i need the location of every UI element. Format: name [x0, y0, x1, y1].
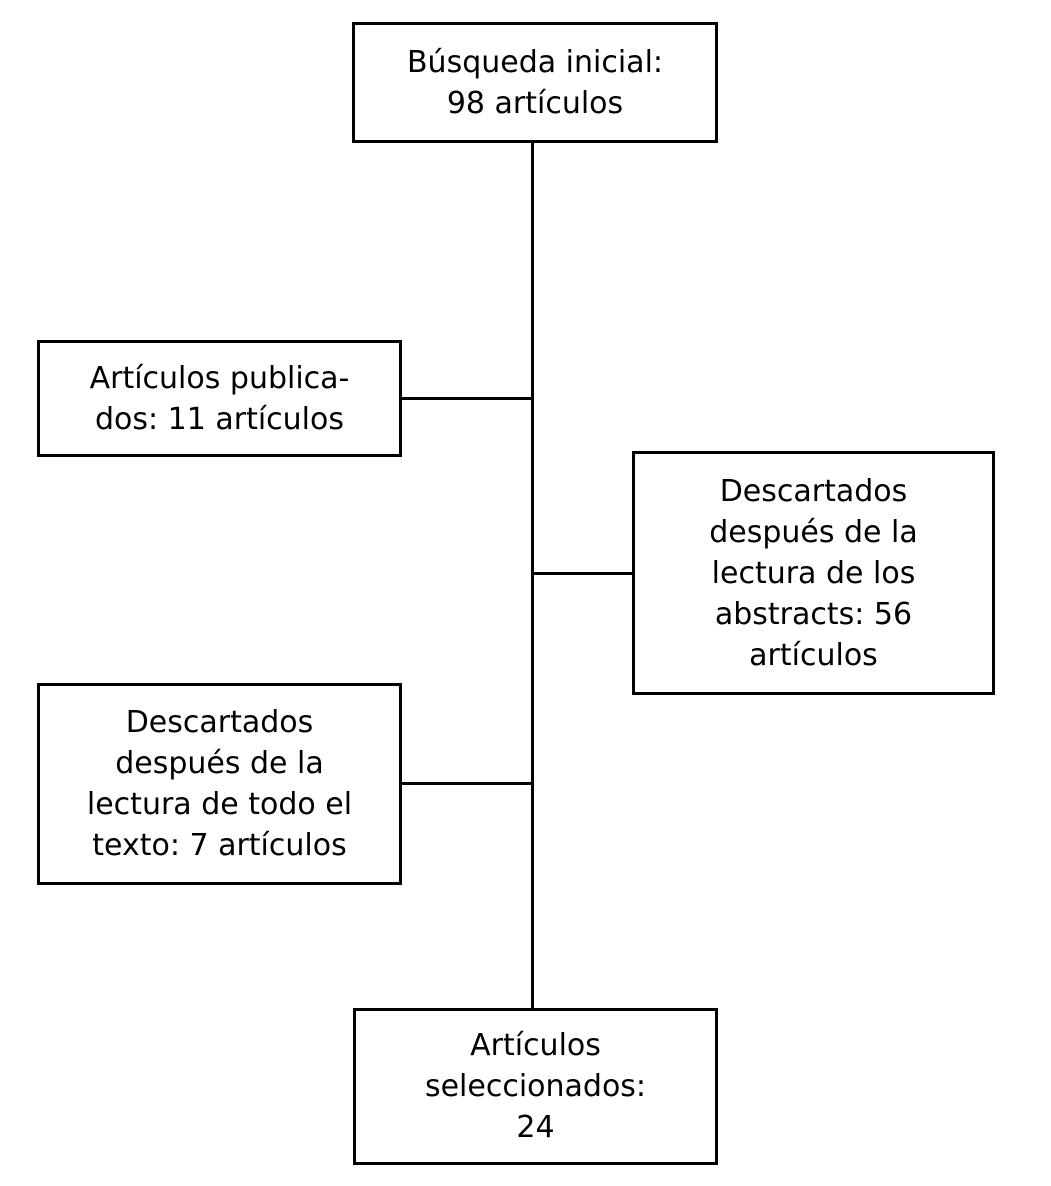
connector-main-vertical [531, 143, 534, 1008]
node-selected-articles: Artículos seleccionados: 24 [353, 1008, 718, 1165]
connector-branch-abstracts [533, 572, 632, 575]
node-discarded-abstracts: Descartados después de la lectura de los… [632, 451, 995, 695]
connector-branch-published [402, 397, 533, 400]
node-selected-articles-label: Artículos seleccionados: 24 [424, 1028, 647, 1145]
node-published-articles: Artículos publica- dos: 11 artículos [37, 340, 402, 457]
node-published-articles-label: Artículos publica- dos: 11 artículos [89, 360, 350, 437]
connector-branch-fulltext [402, 782, 533, 785]
node-discarded-abstracts-label: Descartados después de la lectura de los… [709, 473, 918, 673]
node-initial-search-label: Búsqueda inicial: 98 artículos [406, 44, 664, 121]
node-discarded-fulltext: Descartados después de la lectura de tod… [37, 683, 402, 885]
node-initial-search: Búsqueda inicial: 98 artículos [352, 22, 718, 143]
node-discarded-fulltext-label: Descartados después de la lectura de tod… [86, 705, 353, 863]
